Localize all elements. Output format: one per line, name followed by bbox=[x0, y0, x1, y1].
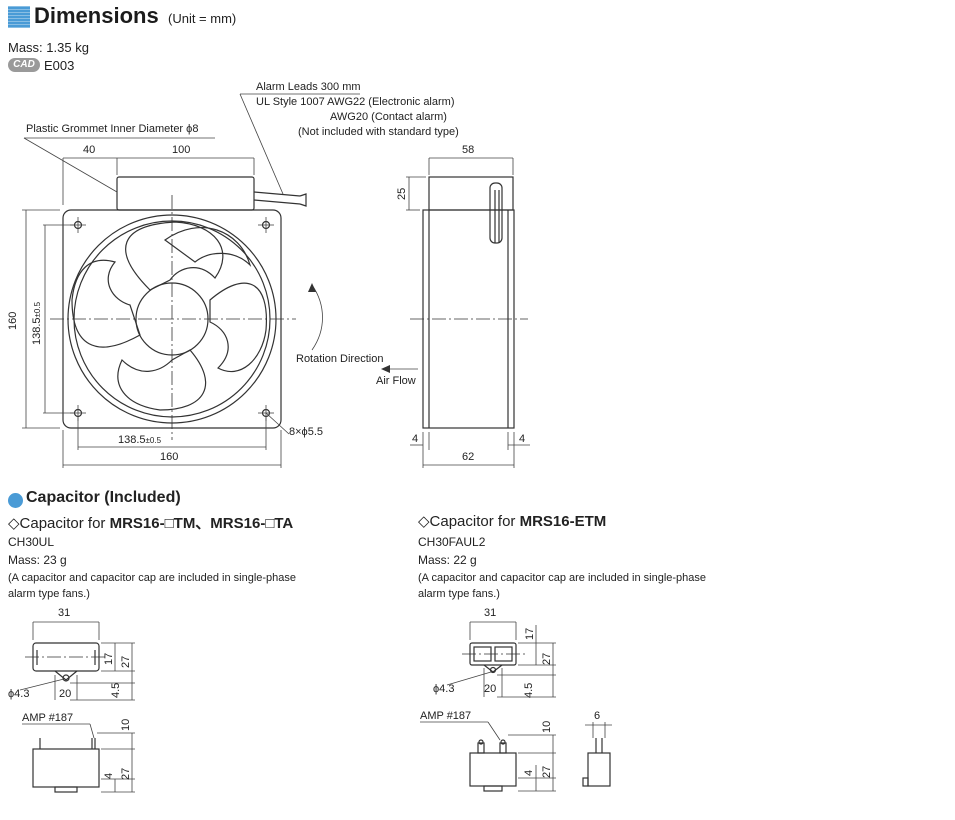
right-cap-body-side bbox=[469, 752, 517, 787]
left-capacitor-heading: ◇Capacitor for MRS16-□TM、MRS16-□TA bbox=[8, 515, 294, 532]
right-dim-4: 4 bbox=[523, 770, 535, 776]
fan-blades bbox=[71, 221, 268, 411]
left-dim-17: 17 bbox=[103, 653, 115, 665]
dim-4-left: 4 bbox=[412, 433, 419, 445]
right-cap-end-view bbox=[587, 752, 611, 787]
dim-160-horizontal: 160 bbox=[160, 451, 179, 463]
fan-front-view: 160 138.5±0.5 bbox=[7, 93, 360, 468]
left-capacitor-drawing: 17 27 4.5 10 4 27 bbox=[19, 621, 135, 793]
dim-138-5-vertical: 138.5±0.5 bbox=[31, 301, 43, 345]
section-dot-icon bbox=[8, 493, 23, 508]
left-capacitor-mass: Mass: 23 g bbox=[8, 553, 67, 567]
left-dim-10: 10 bbox=[120, 719, 132, 731]
lead-wire bbox=[253, 191, 301, 197]
right-dim-phi: ϕ4.3 bbox=[433, 683, 455, 695]
air-flow-label: Air Flow bbox=[376, 375, 416, 387]
right-amp-label: AMP #187 bbox=[420, 710, 472, 722]
right-capacitor-drawing: 17 27 4.5 10 4 27 6 bbox=[420, 621, 612, 792]
left-dim-4-5: 4.5 bbox=[110, 683, 122, 698]
left-dim-27b: 27 bbox=[120, 768, 132, 780]
unit-label: (Unit = mm) bbox=[168, 11, 237, 26]
fan-mass: Mass: 1.35 kg bbox=[8, 40, 89, 55]
right-dim-10: 10 bbox=[541, 721, 553, 733]
left-dim-phi: ϕ4.3 bbox=[8, 688, 30, 700]
right-dim-27: 27 bbox=[541, 653, 553, 665]
left-amp-label: AMP #187 bbox=[22, 712, 74, 724]
left-capacitor-note-2: alarm type fans.) bbox=[8, 588, 90, 600]
right-dim-4-5: 4.5 bbox=[523, 683, 535, 698]
alarm-leads-label-4: (Not included with standard type) bbox=[298, 126, 459, 138]
dim-25: 25 bbox=[396, 188, 408, 200]
right-capacitor-model: CH30FAUL2 bbox=[418, 535, 486, 549]
mounting-holes-label: 8×ϕ5.5 bbox=[289, 426, 323, 438]
right-capacitor-mass: Mass: 22 g bbox=[418, 553, 477, 567]
dim-160-vertical: 160 bbox=[7, 312, 19, 330]
left-dim-20: 20 bbox=[59, 688, 72, 700]
alarm-leads-label-1: Alarm Leads 300 mm bbox=[256, 81, 361, 93]
right-capacitor-heading: ◇Capacitor for MRS16-ETM bbox=[418, 513, 607, 530]
left-capacitor-model: CH30UL bbox=[8, 535, 55, 549]
cad-badge[interactable]: CAD bbox=[8, 58, 40, 72]
dim-138-5-horizontal: 138.5±0.5 bbox=[118, 434, 162, 446]
page-title: Dimensions bbox=[34, 3, 159, 28]
alarm-leads-label-3: AWG20 (Contact alarm) bbox=[330, 111, 447, 123]
lead-grommet-box bbox=[116, 176, 255, 211]
dim-58: 58 bbox=[462, 144, 475, 156]
cad-code-link[interactable]: E003 bbox=[44, 58, 75, 73]
section-marker-icon bbox=[8, 6, 30, 28]
side-lead-box bbox=[428, 176, 514, 211]
dim-62: 62 bbox=[462, 451, 475, 463]
right-dim-20: 20 bbox=[484, 683, 497, 695]
right-dim-17: 17 bbox=[524, 628, 536, 640]
right-capacitor-note-1: (A capacitor and capacitor cap are inclu… bbox=[418, 572, 707, 584]
left-cap-body-side bbox=[32, 748, 100, 788]
right-dim-31: 31 bbox=[484, 607, 497, 619]
alarm-leads-label-2: UL Style 1007 AWG22 (Electronic alarm) bbox=[256, 96, 455, 108]
right-capacitor-note-2: alarm type fans.) bbox=[418, 588, 500, 600]
right-dim-6: 6 bbox=[594, 710, 600, 722]
left-capacitor-note-1: (A capacitor and capacitor cap are inclu… bbox=[8, 572, 297, 584]
left-dim-27: 27 bbox=[120, 656, 132, 668]
dim-40: 40 bbox=[83, 144, 96, 156]
dim-4-right: 4 bbox=[519, 433, 526, 445]
capacitor-section-title: Capacitor (Included) bbox=[26, 489, 181, 506]
rotation-direction-label: Rotation Direction bbox=[296, 353, 384, 365]
left-dim-4: 4 bbox=[103, 773, 115, 779]
dim-100: 100 bbox=[172, 144, 191, 156]
fan-dimension-lines bbox=[22, 93, 360, 468]
left-dim-31: 31 bbox=[58, 607, 71, 619]
grommet-label: Plastic Grommet Inner Diameter ϕ8 bbox=[26, 123, 199, 135]
right-dim-27b: 27 bbox=[541, 766, 553, 778]
fan-side-view: 25 bbox=[381, 157, 530, 468]
rotation-arrow bbox=[311, 284, 323, 351]
